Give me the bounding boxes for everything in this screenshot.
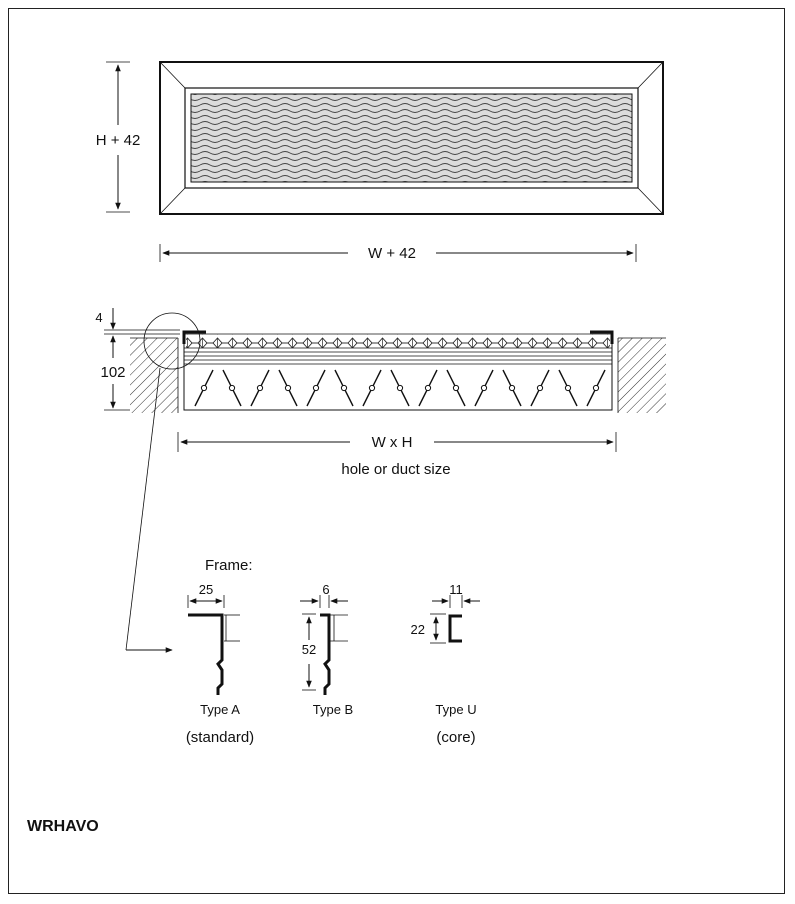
height-dimension: H + 42 <box>96 61 141 213</box>
frame-type-a: 25 Type A (standard) <box>186 582 254 746</box>
type-b-width-dim: 6 <box>322 582 329 597</box>
type-u-height-dim: 22 <box>411 622 425 637</box>
blade-pivot <box>340 384 348 392</box>
product-code: WRHAVO <box>27 818 99 835</box>
depth-dim-label: 102 <box>100 364 125 381</box>
grille-section-view <box>130 330 666 413</box>
blade-pivot <box>228 384 236 392</box>
blade-pivot <box>396 384 404 392</box>
blade-pivot <box>452 384 460 392</box>
type-u-width-dim: 11 <box>449 582 463 597</box>
page-border <box>8 8 785 894</box>
type-u-note: (core) <box>436 729 475 746</box>
damper-blades <box>194 369 606 407</box>
flange-dim-label: 4 <box>95 310 102 325</box>
blade-pivot <box>424 384 432 392</box>
blade-pivot <box>480 384 488 392</box>
frame-type-u: 11 22 Type U (core) <box>411 582 480 746</box>
type-a-dim: 25 <box>199 582 213 597</box>
width-dim-label: W + 42 <box>368 245 416 262</box>
hole-dim-label: W x H <box>372 434 413 451</box>
detail-callout <box>125 312 201 653</box>
type-b-name: Type B <box>313 702 353 717</box>
section-depth-dimensions: 4 102 <box>95 308 180 411</box>
blade-pivot <box>256 384 264 392</box>
type-u-name: Type U <box>435 702 476 717</box>
blade-pivot <box>508 384 516 392</box>
type-a-note: (standard) <box>186 729 254 746</box>
frame-type-b: 6 52 Type B <box>300 582 353 717</box>
blade-pivot <box>368 384 376 392</box>
blade-pivot <box>564 384 572 392</box>
hole-caption: hole or duct size <box>341 461 450 478</box>
grille-front-view <box>159 61 664 215</box>
blade-pivot <box>312 384 320 392</box>
height-dim-label: H + 42 <box>96 132 141 149</box>
type-a-name: Type A <box>200 702 240 717</box>
blade-pivot <box>284 384 292 392</box>
blade-pivot <box>536 384 544 392</box>
width-dimension: W + 42 <box>159 244 637 262</box>
hole-dimension: W x H hole or duct size <box>177 432 617 478</box>
blade-pivot <box>200 384 208 392</box>
type-b-height-dim: 52 <box>302 642 316 657</box>
blade-pivot <box>592 384 600 392</box>
frame-heading: Frame: <box>205 557 253 574</box>
